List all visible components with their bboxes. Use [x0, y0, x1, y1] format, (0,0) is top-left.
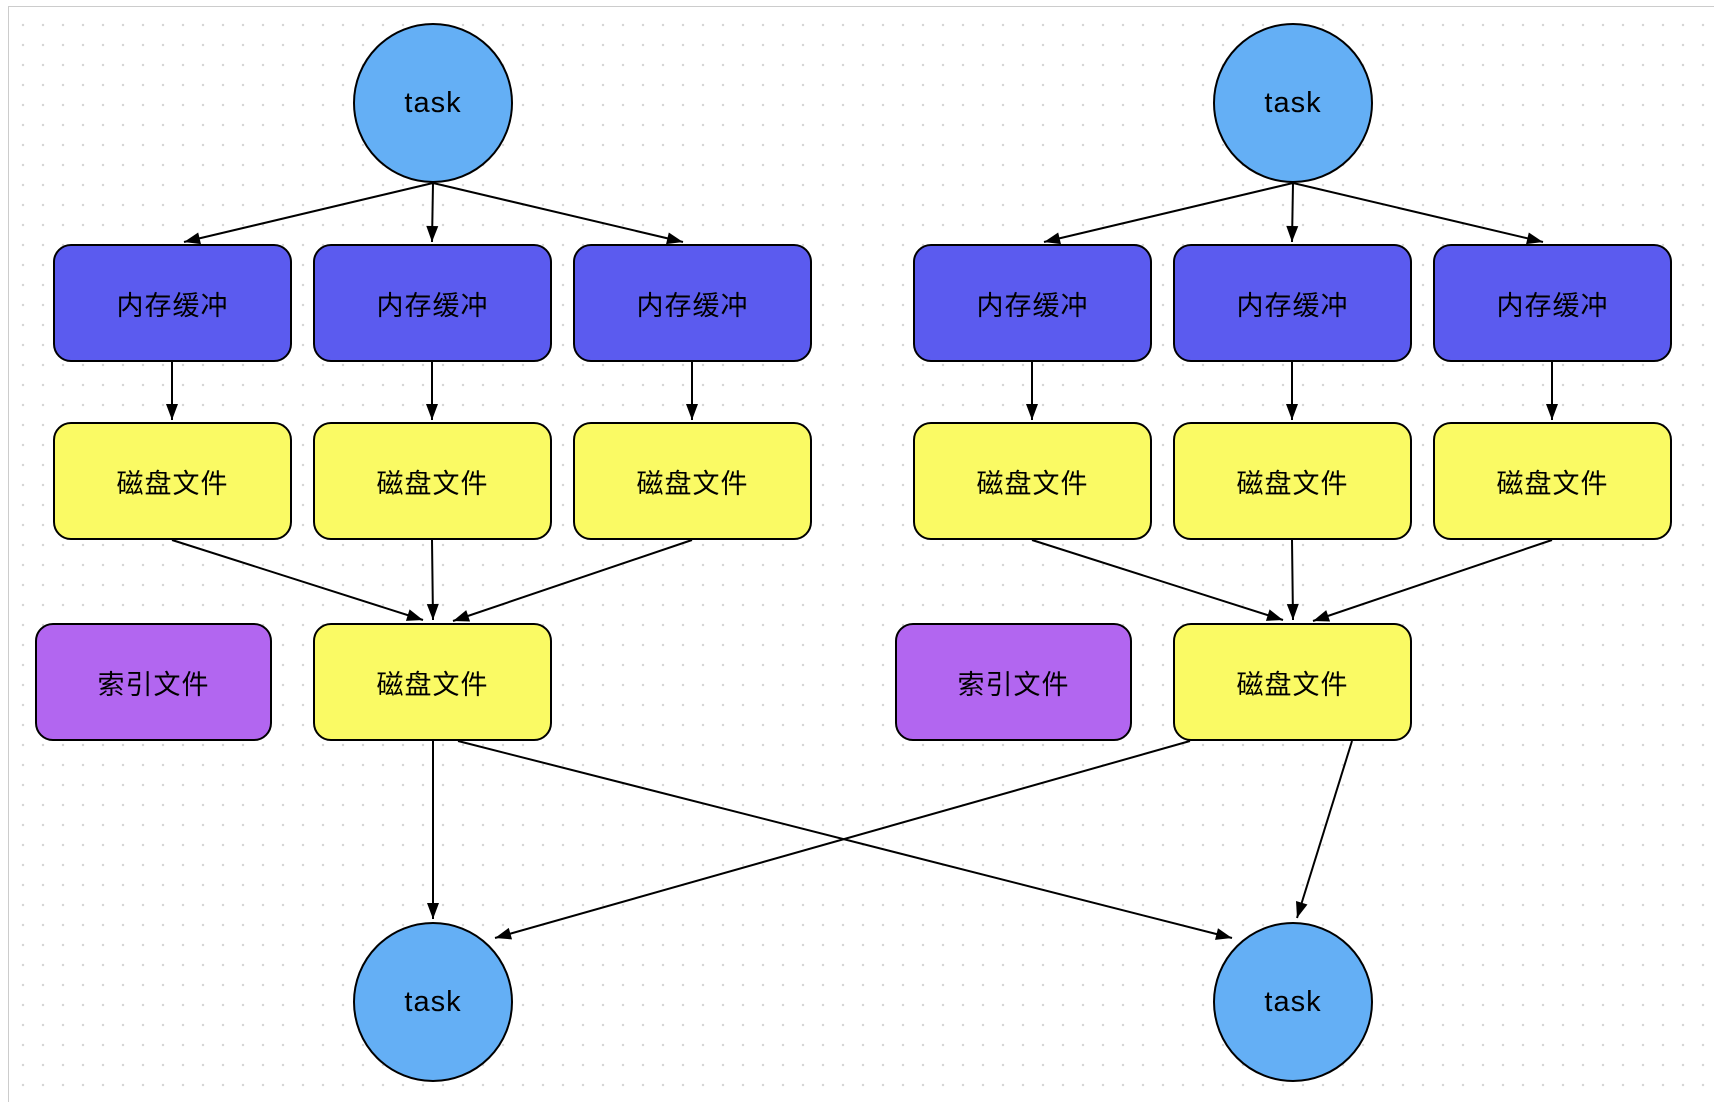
- node-label: 磁盘文件: [1496, 468, 1609, 499]
- task-node[interactable]: task: [353, 922, 513, 1082]
- node-label: task: [404, 86, 462, 119]
- disk-file-node[interactable]: 磁盘文件: [313, 422, 552, 540]
- node-label: 内存缓冲: [376, 290, 489, 321]
- node-label: 磁盘文件: [376, 468, 489, 499]
- node-label: 内存缓冲: [1496, 290, 1609, 321]
- disk-file-node[interactable]: 磁盘文件: [573, 422, 812, 540]
- memory-buffer-node[interactable]: 内存缓冲: [53, 244, 292, 362]
- node-label: 内存缓冲: [1236, 290, 1349, 321]
- memory-buffer-node[interactable]: 内存缓冲: [1433, 244, 1672, 362]
- node-label: 内存缓冲: [116, 290, 229, 321]
- memory-buffer-node[interactable]: 内存缓冲: [913, 244, 1152, 362]
- memory-buffer-node[interactable]: 内存缓冲: [1173, 244, 1412, 362]
- merged-disk-file-node[interactable]: 磁盘文件: [1173, 623, 1412, 741]
- task-node[interactable]: task: [1213, 23, 1373, 183]
- node-label: 磁盘文件: [1236, 669, 1349, 700]
- merged-disk-file-node[interactable]: 磁盘文件: [313, 623, 552, 741]
- node-label: 内存缓冲: [636, 290, 749, 321]
- disk-file-node[interactable]: 磁盘文件: [53, 422, 292, 540]
- disk-file-node[interactable]: 磁盘文件: [1173, 422, 1412, 540]
- node-label: task: [1264, 86, 1322, 119]
- node-label: 磁盘文件: [976, 468, 1089, 499]
- memory-buffer-node[interactable]: 内存缓冲: [573, 244, 812, 362]
- diagram-canvas[interactable]: [8, 6, 1714, 1102]
- disk-file-node[interactable]: 磁盘文件: [1433, 422, 1672, 540]
- memory-buffer-node[interactable]: 内存缓冲: [313, 244, 552, 362]
- node-label: 磁盘文件: [376, 669, 489, 700]
- node-label: 内存缓冲: [976, 290, 1089, 321]
- index-file-node[interactable]: 索引文件: [895, 623, 1132, 741]
- index-file-node[interactable]: 索引文件: [35, 623, 272, 741]
- node-label: task: [404, 985, 462, 1018]
- node-label: 磁盘文件: [1236, 468, 1349, 499]
- disk-file-node[interactable]: 磁盘文件: [913, 422, 1152, 540]
- node-label: 磁盘文件: [116, 468, 229, 499]
- node-label: 索引文件: [957, 669, 1070, 700]
- node-label: 索引文件: [97, 669, 210, 700]
- node-label: task: [1264, 985, 1322, 1018]
- node-label: 磁盘文件: [636, 468, 749, 499]
- task-node[interactable]: task: [353, 23, 513, 183]
- task-node[interactable]: task: [1213, 922, 1373, 1082]
